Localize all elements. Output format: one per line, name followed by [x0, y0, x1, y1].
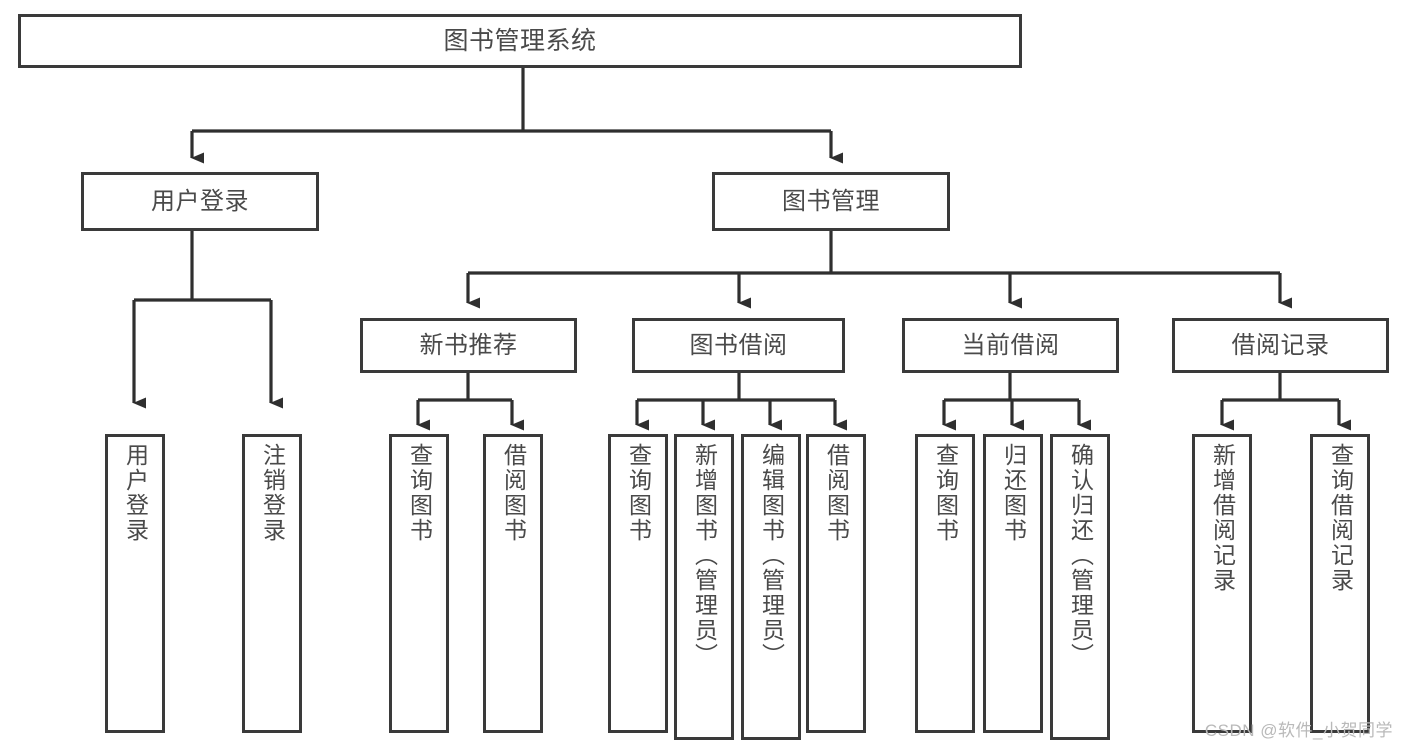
node-label: 用户登录	[151, 187, 249, 215]
node-label: 确认归还（管理员）	[1067, 443, 1094, 668]
node-leaf-return-book[interactable]: 归还图书	[983, 434, 1043, 733]
node-leaf-query-book-current[interactable]: 查询图书	[915, 434, 975, 733]
node-label: 查询图书	[406, 443, 433, 543]
node-leaf-user-login[interactable]: 用户登录	[105, 434, 165, 733]
node-user-login[interactable]: 用户登录	[81, 172, 319, 231]
connector-root-to-level2	[190, 68, 843, 164]
connector-userlogin-to-leaves	[132, 231, 283, 409]
node-leaf-edit-book[interactable]: 编辑图书（管理员）	[741, 434, 801, 740]
node-label: 新增图书（管理员）	[691, 443, 718, 668]
node-label: 借阅图书	[823, 443, 850, 543]
node-root-book-management-system[interactable]: 图书管理系统	[18, 14, 1022, 68]
node-label: 用户登录	[122, 443, 149, 543]
node-label: 查询借阅记录	[1327, 443, 1354, 593]
node-book-borrow[interactable]: 图书借阅	[632, 318, 845, 373]
node-label: 注销登录	[259, 443, 286, 543]
node-label: 图书借阅	[689, 331, 788, 359]
node-label: 查询图书	[625, 443, 652, 543]
node-leaf-query-book-borrow[interactable]: 查询图书	[608, 434, 668, 733]
node-leaf-add-borrow-record[interactable]: 新增借阅记录	[1192, 434, 1252, 733]
node-borrow-record[interactable]: 借阅记录	[1172, 318, 1389, 373]
node-label: 借阅记录	[1231, 331, 1330, 359]
node-leaf-query-book-recommend[interactable]: 查询图书	[389, 434, 449, 733]
connector-bookborrow-to-leaves	[635, 373, 847, 431]
node-label: 当前借阅	[961, 331, 1060, 359]
node-label: 图书管理	[782, 187, 880, 215]
node-leaf-user-logout[interactable]: 注销登录	[242, 434, 302, 733]
connector-currentborrow-to-leaves	[942, 373, 1091, 431]
node-leaf-add-book[interactable]: 新增图书（管理员）	[674, 434, 734, 740]
node-label: 新增借阅记录	[1209, 443, 1236, 593]
connector-newbook-to-leaves	[416, 373, 524, 431]
connector-bookmanage-to-level3	[466, 231, 1292, 309]
node-leaf-borrow-book-recommend[interactable]: 借阅图书	[483, 434, 543, 733]
node-current-borrow[interactable]: 当前借阅	[902, 318, 1119, 373]
node-label: 图书管理系统	[443, 26, 597, 55]
node-label: 借阅图书	[500, 443, 527, 543]
node-leaf-borrow-book[interactable]: 借阅图书	[806, 434, 866, 733]
node-label: 查询图书	[932, 443, 959, 543]
node-label: 归还图书	[1000, 443, 1027, 543]
connector-borrowrecord-to-leaves	[1220, 373, 1351, 431]
node-new-book-recommend[interactable]: 新书推荐	[360, 318, 577, 373]
node-leaf-query-borrow-record[interactable]: 查询借阅记录	[1310, 434, 1370, 733]
node-label: 新书推荐	[419, 331, 518, 359]
node-label: 编辑图书（管理员）	[758, 443, 785, 668]
node-leaf-confirm-return[interactable]: 确认归还（管理员）	[1050, 434, 1110, 740]
node-book-management[interactable]: 图书管理	[712, 172, 950, 231]
